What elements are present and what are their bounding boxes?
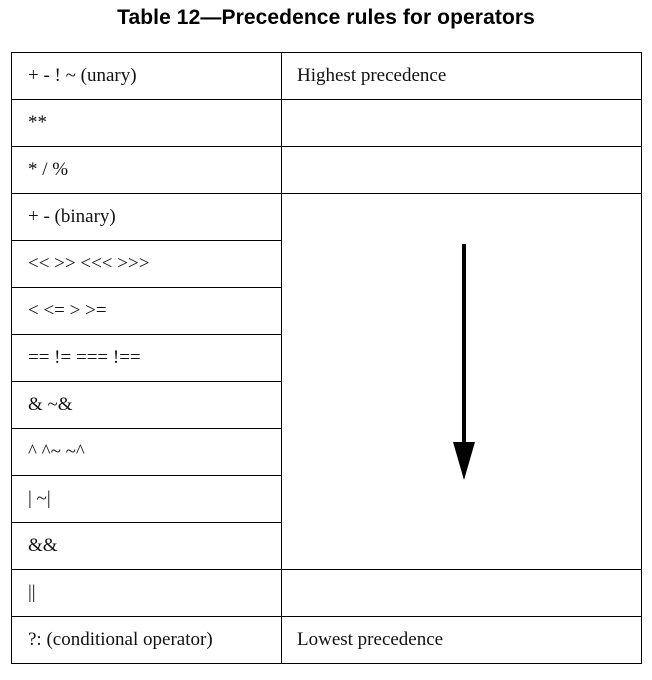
table-row: * / % (11, 146, 642, 194)
table-row: << >> <<< >>> (11, 240, 642, 288)
operator-cell: & ~& (11, 381, 282, 429)
operator-cell: ** (11, 99, 282, 147)
operator-cell: || (11, 569, 282, 617)
precedence-note-cell: Highest precedence (281, 52, 642, 100)
precedence-note-cell (281, 99, 642, 147)
table-row: ^ ^~ ~^ (11, 428, 642, 476)
precedence-direction-cell (281, 193, 642, 570)
precedence-note-cell: Lowest precedence (281, 616, 642, 664)
precedence-note-cell (281, 146, 642, 194)
operator-cell: < <= > >= (11, 287, 282, 335)
down-arrow-icon (453, 244, 475, 480)
operator-cell: + - ! ~ (unary) (11, 52, 282, 100)
operator-cell: | ~| (11, 475, 282, 523)
table-row: ** (11, 99, 642, 147)
table-row: ?: (conditional operator) Lowest precede… (11, 616, 642, 664)
table-row: || (11, 569, 642, 617)
table-row: + - (binary) (11, 193, 642, 570)
table-row: & ~& (11, 381, 642, 429)
table-row: | ~| (11, 475, 642, 523)
operator-cell: == != === !== (11, 334, 282, 382)
operator-cell: && (11, 522, 282, 570)
table-title: Table 12—Precedence rules for operators (117, 6, 535, 29)
operator-cell: * / % (11, 146, 282, 194)
table-row: < <= > >= (11, 287, 642, 335)
precedence-note-cell (281, 569, 642, 617)
operator-cell: ^ ^~ ~^ (11, 428, 282, 476)
operator-cell: ?: (conditional operator) (11, 616, 282, 664)
operator-cell: + - (binary) (11, 193, 282, 241)
operator-cell: << >> <<< >>> (11, 240, 282, 288)
precedence-table: + - ! ~ (unary) Highest precedence ** * … (11, 52, 642, 664)
table-row: + - ! ~ (unary) Highest precedence (11, 52, 642, 100)
